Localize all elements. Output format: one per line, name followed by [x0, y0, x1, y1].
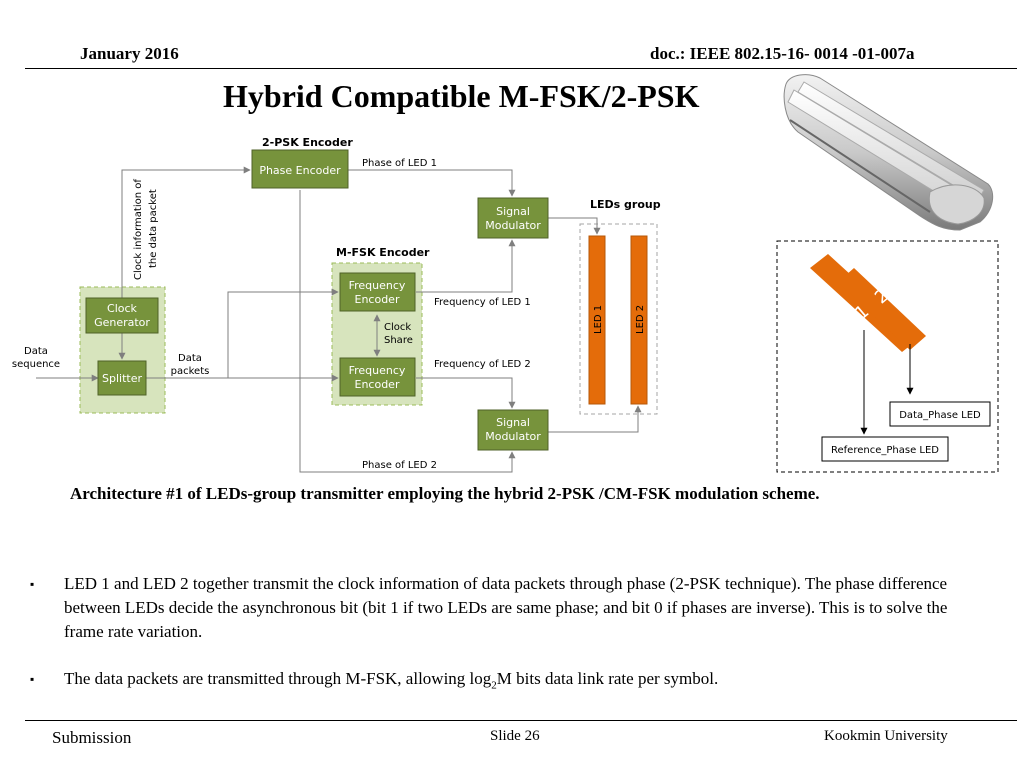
clock-generator-label-2: Generator [94, 316, 150, 329]
frequency-encoder-top-label-1: Frequency [349, 279, 406, 292]
phase-encoder-block [251, 149, 349, 189]
bullet-marker: ▪ [30, 577, 35, 591]
phase-encoder-label: Phase Encoder [259, 164, 341, 177]
footer-rule [25, 720, 1017, 721]
frequency-encoder-bottom-block [339, 357, 416, 397]
signal-modulator-top-block [477, 197, 549, 239]
bullet-text-2-subscript: 2 [491, 679, 497, 692]
clock-generator-label-1: Clock [107, 302, 138, 315]
slide-title: Hybrid Compatible M-FSK/2-PSK [223, 78, 700, 114]
phase-led2-label: Phase of LED 2 [362, 460, 437, 471]
frequency-led1-label: Frequency of LED 1 [434, 297, 531, 308]
signal-modulator-bottom-label-1: Signal [496, 416, 530, 429]
data-sequence-label-2: sequence [12, 359, 60, 370]
clock-share-label-1: Clock [384, 322, 411, 333]
bullet-text-2-after: M bits data link rate per symbol. [496, 669, 719, 688]
led1-label: LED 1 [593, 305, 604, 334]
bullet-marker: ▪ [30, 672, 35, 686]
frequency-encoder-top-label-2: Encoder [355, 293, 400, 306]
bullet-item-1: ▪ LED 1 and LED 2 together transmit the … [30, 572, 990, 646]
frequency-encoder-bottom-label-2: Encoder [355, 378, 400, 391]
footer-submission: Submission [52, 728, 132, 747]
inset-led2-strip [838, 268, 926, 350]
clock-information-label-2: the data packet [148, 189, 159, 268]
signal-modulator-bottom-label-2: Modulator [485, 430, 541, 443]
figure-caption: Architecture #1 of LEDs-group transmitte… [70, 484, 820, 503]
frequency-led2-label: Frequency of LED 2 [434, 359, 531, 370]
bullet-text-2: The data packets are transmitted through… [64, 667, 984, 697]
signal-modulator-bottom-block [477, 409, 549, 451]
inset-frame [776, 240, 999, 473]
footer-slide-number: Slide 26 [490, 728, 540, 744]
phase-led-inset: 1 2 Data_Phase LED Reference_Phase LED [776, 240, 999, 473]
led1-bar [588, 235, 606, 405]
psk-encoder-group-label: 2-PSK Encoder [262, 136, 353, 149]
clock-information-label-1: Clock information of [133, 179, 144, 280]
reference-phase-led-box [821, 436, 949, 462]
mfsk-encoder-group-label: M-FSK Encoder [336, 246, 430, 259]
signal-modulator-top-label-1: Signal [496, 205, 530, 218]
bullet-item-2: ▪ The data packets are transmitted throu… [30, 667, 990, 693]
header-doc-id: doc.: IEEE 802.15-16- 0014 -01-007a [650, 44, 915, 63]
frequency-encoder-bottom-label-1: Frequency [349, 364, 406, 377]
clock-generator-block [85, 297, 159, 334]
data-packets-label-2: packets [171, 366, 210, 377]
frequency-encoder-top-block [339, 272, 416, 312]
led-fixture-image [783, 74, 994, 231]
clock-share-label-2: Share [384, 335, 413, 346]
signal-modulator-top-label-2: Modulator [485, 219, 541, 232]
reference-phase-led-label: Reference_Phase LED [831, 445, 939, 456]
data-sequence-label-1: Data [24, 346, 48, 357]
leds-group-label: LEDs group [590, 198, 661, 211]
transmitter-block-diagram: Phase Encoder 2-PSK Encoder Signal Modul… [12, 136, 661, 473]
bullet-text-2-before: The data packets are transmitted through… [64, 669, 492, 688]
data-phase-led-box [889, 401, 991, 427]
led2-label: LED 2 [635, 305, 646, 334]
bullet-text-1: LED 1 and LED 2 together transmit the cl… [64, 574, 948, 641]
footer-organization: Kookmin University [824, 728, 948, 744]
led2-bar [630, 235, 648, 405]
splitter-label: Splitter [102, 372, 142, 385]
phase-led1-label: Phase of LED 1 [362, 158, 437, 169]
data-packets-label-1: Data [178, 353, 202, 364]
data-phase-led-label: Data_Phase LED [899, 410, 981, 421]
header-date: January 2016 [80, 44, 179, 63]
splitter-block [97, 360, 147, 396]
header-rule [25, 68, 1017, 69]
